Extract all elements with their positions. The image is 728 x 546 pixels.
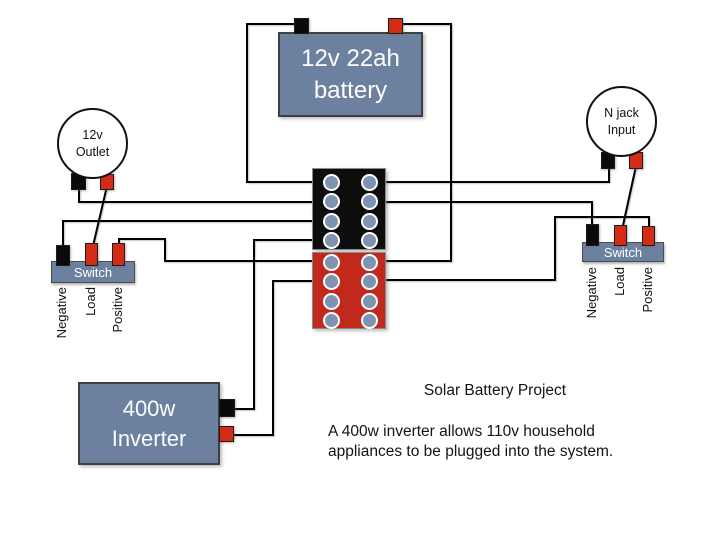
terminal-hole [323,254,340,271]
terminal-hole [323,232,340,250]
inverter-label-line1: 400w [122,395,176,421]
terminal-hole [323,174,340,191]
battery-positive-terminal [388,18,403,34]
right-switch-label: Switch [603,244,643,260]
terminal-hole [323,292,340,310]
terminal-hole [323,312,340,330]
left-switch-load-label: Load [83,287,98,316]
terminal-hole [323,212,340,230]
left-switch-label: Switch [73,264,113,280]
left-switch-positive-terminal [112,243,125,266]
terminal-hole [361,174,378,191]
terminal-hole [361,193,378,211]
terminal-block-positive [312,252,386,330]
wire-rightswitch-negative-to-block [384,201,593,228]
wire-jack-positive-to-load [621,165,637,231]
wire-leftswitch-positive-to-block [118,238,314,262]
wire-block-to-inverter-negative [230,239,314,410]
outlet-circle: 12v Outlet [57,108,128,179]
project-description: A 400w inverter allows 110v household ap… [328,422,613,461]
description-line1: A 400w inverter allows 110v household [328,423,595,440]
wire-battery-positive-to-block [384,23,452,262]
terminal-hole [361,273,378,291]
battery-negative-terminal [294,18,309,34]
wire-jack-negative-to-block [384,166,610,183]
battery-box: 12v 22ah battery [278,32,423,117]
battery-label-line1: 12v 22ah [301,45,400,73]
wire-leftswitch-negative-to-block [62,220,314,247]
left-switch-load-terminal [85,243,98,266]
battery-label-line2: battery [313,76,388,104]
wire-rightswitch-positive-to-block [384,216,650,281]
inverter-box: 400w Inverter [78,382,220,465]
description-line2: appliances to be plugged into the system… [328,442,614,460]
jack-circle: N jack Input [586,86,657,157]
jack-label-line2: Input [607,122,636,137]
right-switch-load-terminal [614,225,627,246]
right-switch-negative-terminal [586,224,599,246]
terminal-hole [361,292,378,310]
left-switch-positive-label: Positive [110,287,125,333]
terminal-hole [361,232,378,250]
jack-label-line1: N jack [604,105,639,120]
wire-block-to-inverter-positive [228,280,314,436]
left-switch-bar: Switch [51,261,135,283]
inverter-label-line2: Inverter [111,425,187,451]
project-title: Solar Battery Project [423,382,567,399]
wire-outlet-positive-to-load [92,185,108,247]
wire-outlet-negative-to-block [78,186,314,203]
right-switch-positive-terminal [642,226,655,246]
outlet-label-line2: Outlet [75,144,110,159]
terminal-block-negative [312,168,386,250]
terminal-hole [323,193,340,211]
inverter-positive-terminal [219,426,234,442]
terminal-hole [361,212,378,230]
right-switch-load-label: Load [612,267,627,296]
terminal-hole [361,254,378,271]
inverter-negative-terminal [219,399,235,417]
wire-battery-negative-to-block [246,23,314,183]
left-switch-negative-label: Negative [54,287,69,339]
outlet-label-line1: 12v [82,127,103,142]
terminal-hole [361,312,378,330]
right-switch-positive-label: Positive [640,267,655,313]
left-switch-negative-terminal [56,245,70,266]
terminal-hole [323,273,340,291]
right-switch-negative-label: Negative [584,267,599,319]
